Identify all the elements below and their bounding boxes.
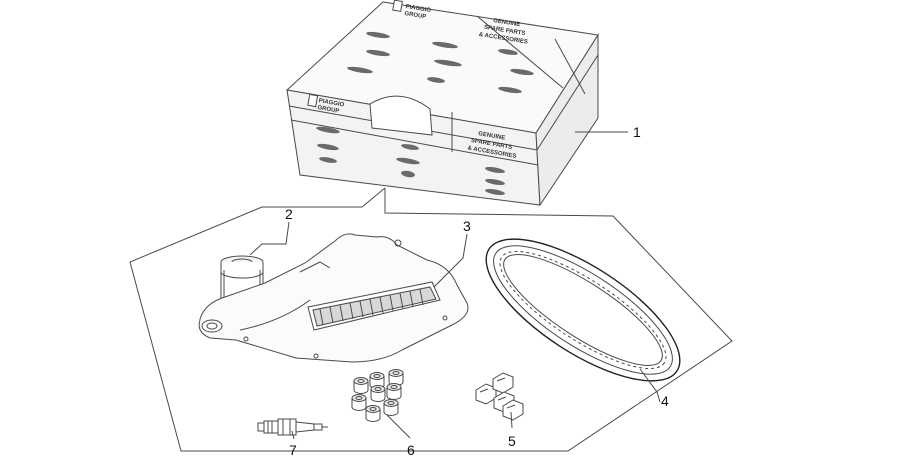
callout-label-1: 1	[633, 124, 641, 140]
roller-weight	[383, 399, 399, 416]
callout-6: 6	[386, 414, 415, 458]
roller-weight	[353, 377, 369, 394]
box-top-brand-1: PIAGGIO	[405, 4, 432, 14]
roller-weight	[386, 383, 402, 400]
callout-3: 3	[433, 218, 471, 288]
callout-label-7: 7	[289, 442, 297, 458]
box-front-brand-1: PIAGGIO	[318, 98, 345, 108]
spark-plug	[257, 418, 328, 436]
callout-7: 7	[289, 430, 297, 458]
slider-guides	[475, 372, 524, 421]
callout-label-5: 5	[508, 433, 516, 449]
roller-weight	[365, 405, 381, 422]
callout-label-3: 3	[463, 218, 471, 234]
callout-5: 5	[508, 411, 516, 449]
box-top-brand-2: GROUP	[404, 11, 427, 20]
callout-label-6: 6	[407, 442, 415, 458]
callout-1: 1	[575, 124, 641, 140]
box-front-genuine-1: GENUINE	[478, 131, 506, 142]
kit-contents-boundary	[129, 187, 733, 452]
box-front-logos	[316, 126, 505, 196]
box-top-genuine-1: GENUINE	[493, 18, 521, 28]
kit-box: GENUINE SPARE PARTS & ACCESSORIES PIAGGI…	[285, 0, 599, 207]
roller-weights	[351, 369, 404, 422]
air-filter	[198, 233, 469, 363]
box-top-logos	[347, 31, 534, 94]
callout-label-4: 4	[661, 393, 669, 409]
drive-belt	[485, 238, 681, 382]
box-side-face	[535, 33, 599, 207]
roller-weight	[388, 369, 404, 386]
callout-2: 2	[249, 206, 293, 256]
callout-4: 4	[639, 368, 669, 409]
callout-label-2: 2	[285, 206, 293, 222]
roller-weight	[370, 385, 386, 402]
box-front-brand-2: GROUP	[317, 105, 340, 115]
filter-pleats	[319, 288, 424, 326]
roller-weight	[351, 394, 367, 411]
